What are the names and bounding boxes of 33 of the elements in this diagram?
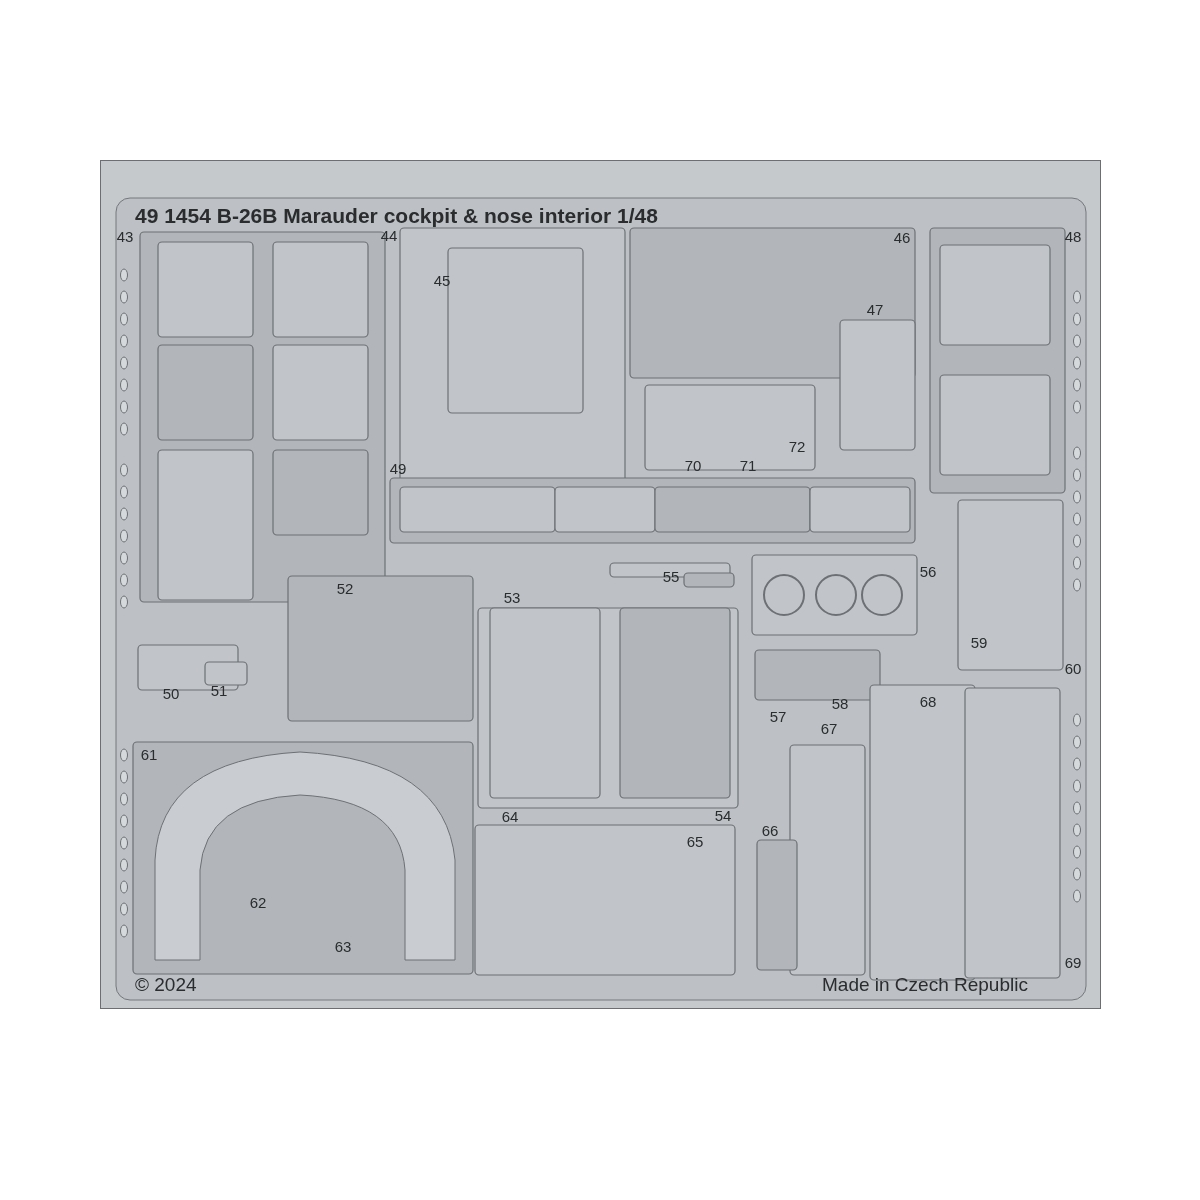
part-number: 44: [380, 226, 398, 246]
part-number: 53: [503, 587, 521, 608]
part-number: 59: [970, 632, 988, 653]
part-number: 65: [686, 831, 704, 852]
part-number: 67: [820, 718, 838, 739]
part-number: 54: [714, 805, 732, 826]
part-number: 56: [919, 561, 937, 582]
part-number: 50: [162, 683, 180, 704]
fret-note: Made in Czech Republic: [822, 972, 1028, 997]
part-number: 71: [739, 455, 757, 476]
title: 49 1454 B-26B Marauder cockpit & nose interior 1/48: [135, 203, 658, 229]
part-number: 64: [501, 806, 519, 827]
part-number: 68: [919, 691, 937, 712]
part-number: 55: [662, 566, 680, 587]
part-number: 43: [116, 226, 134, 247]
part-number: 60: [1064, 658, 1082, 679]
part-number: 62: [249, 892, 267, 913]
part-number: 69: [1064, 952, 1082, 973]
part-number: 63: [334, 936, 352, 957]
part-number: 45: [433, 270, 451, 291]
part-number: 51: [210, 680, 228, 701]
part-number: 58: [831, 693, 849, 714]
fret-note: © 2024: [135, 972, 197, 997]
part-number: 46: [893, 227, 911, 248]
part-number: 47: [866, 299, 884, 320]
part-number: 66: [761, 820, 779, 841]
part-number: 48: [1064, 226, 1082, 247]
part-number: 52: [336, 578, 354, 599]
part-number: 61: [140, 744, 158, 765]
part-number: 49: [389, 458, 407, 479]
part-number: 72: [788, 436, 806, 457]
part-number: 70: [684, 455, 702, 476]
part-number: 57: [769, 706, 787, 727]
